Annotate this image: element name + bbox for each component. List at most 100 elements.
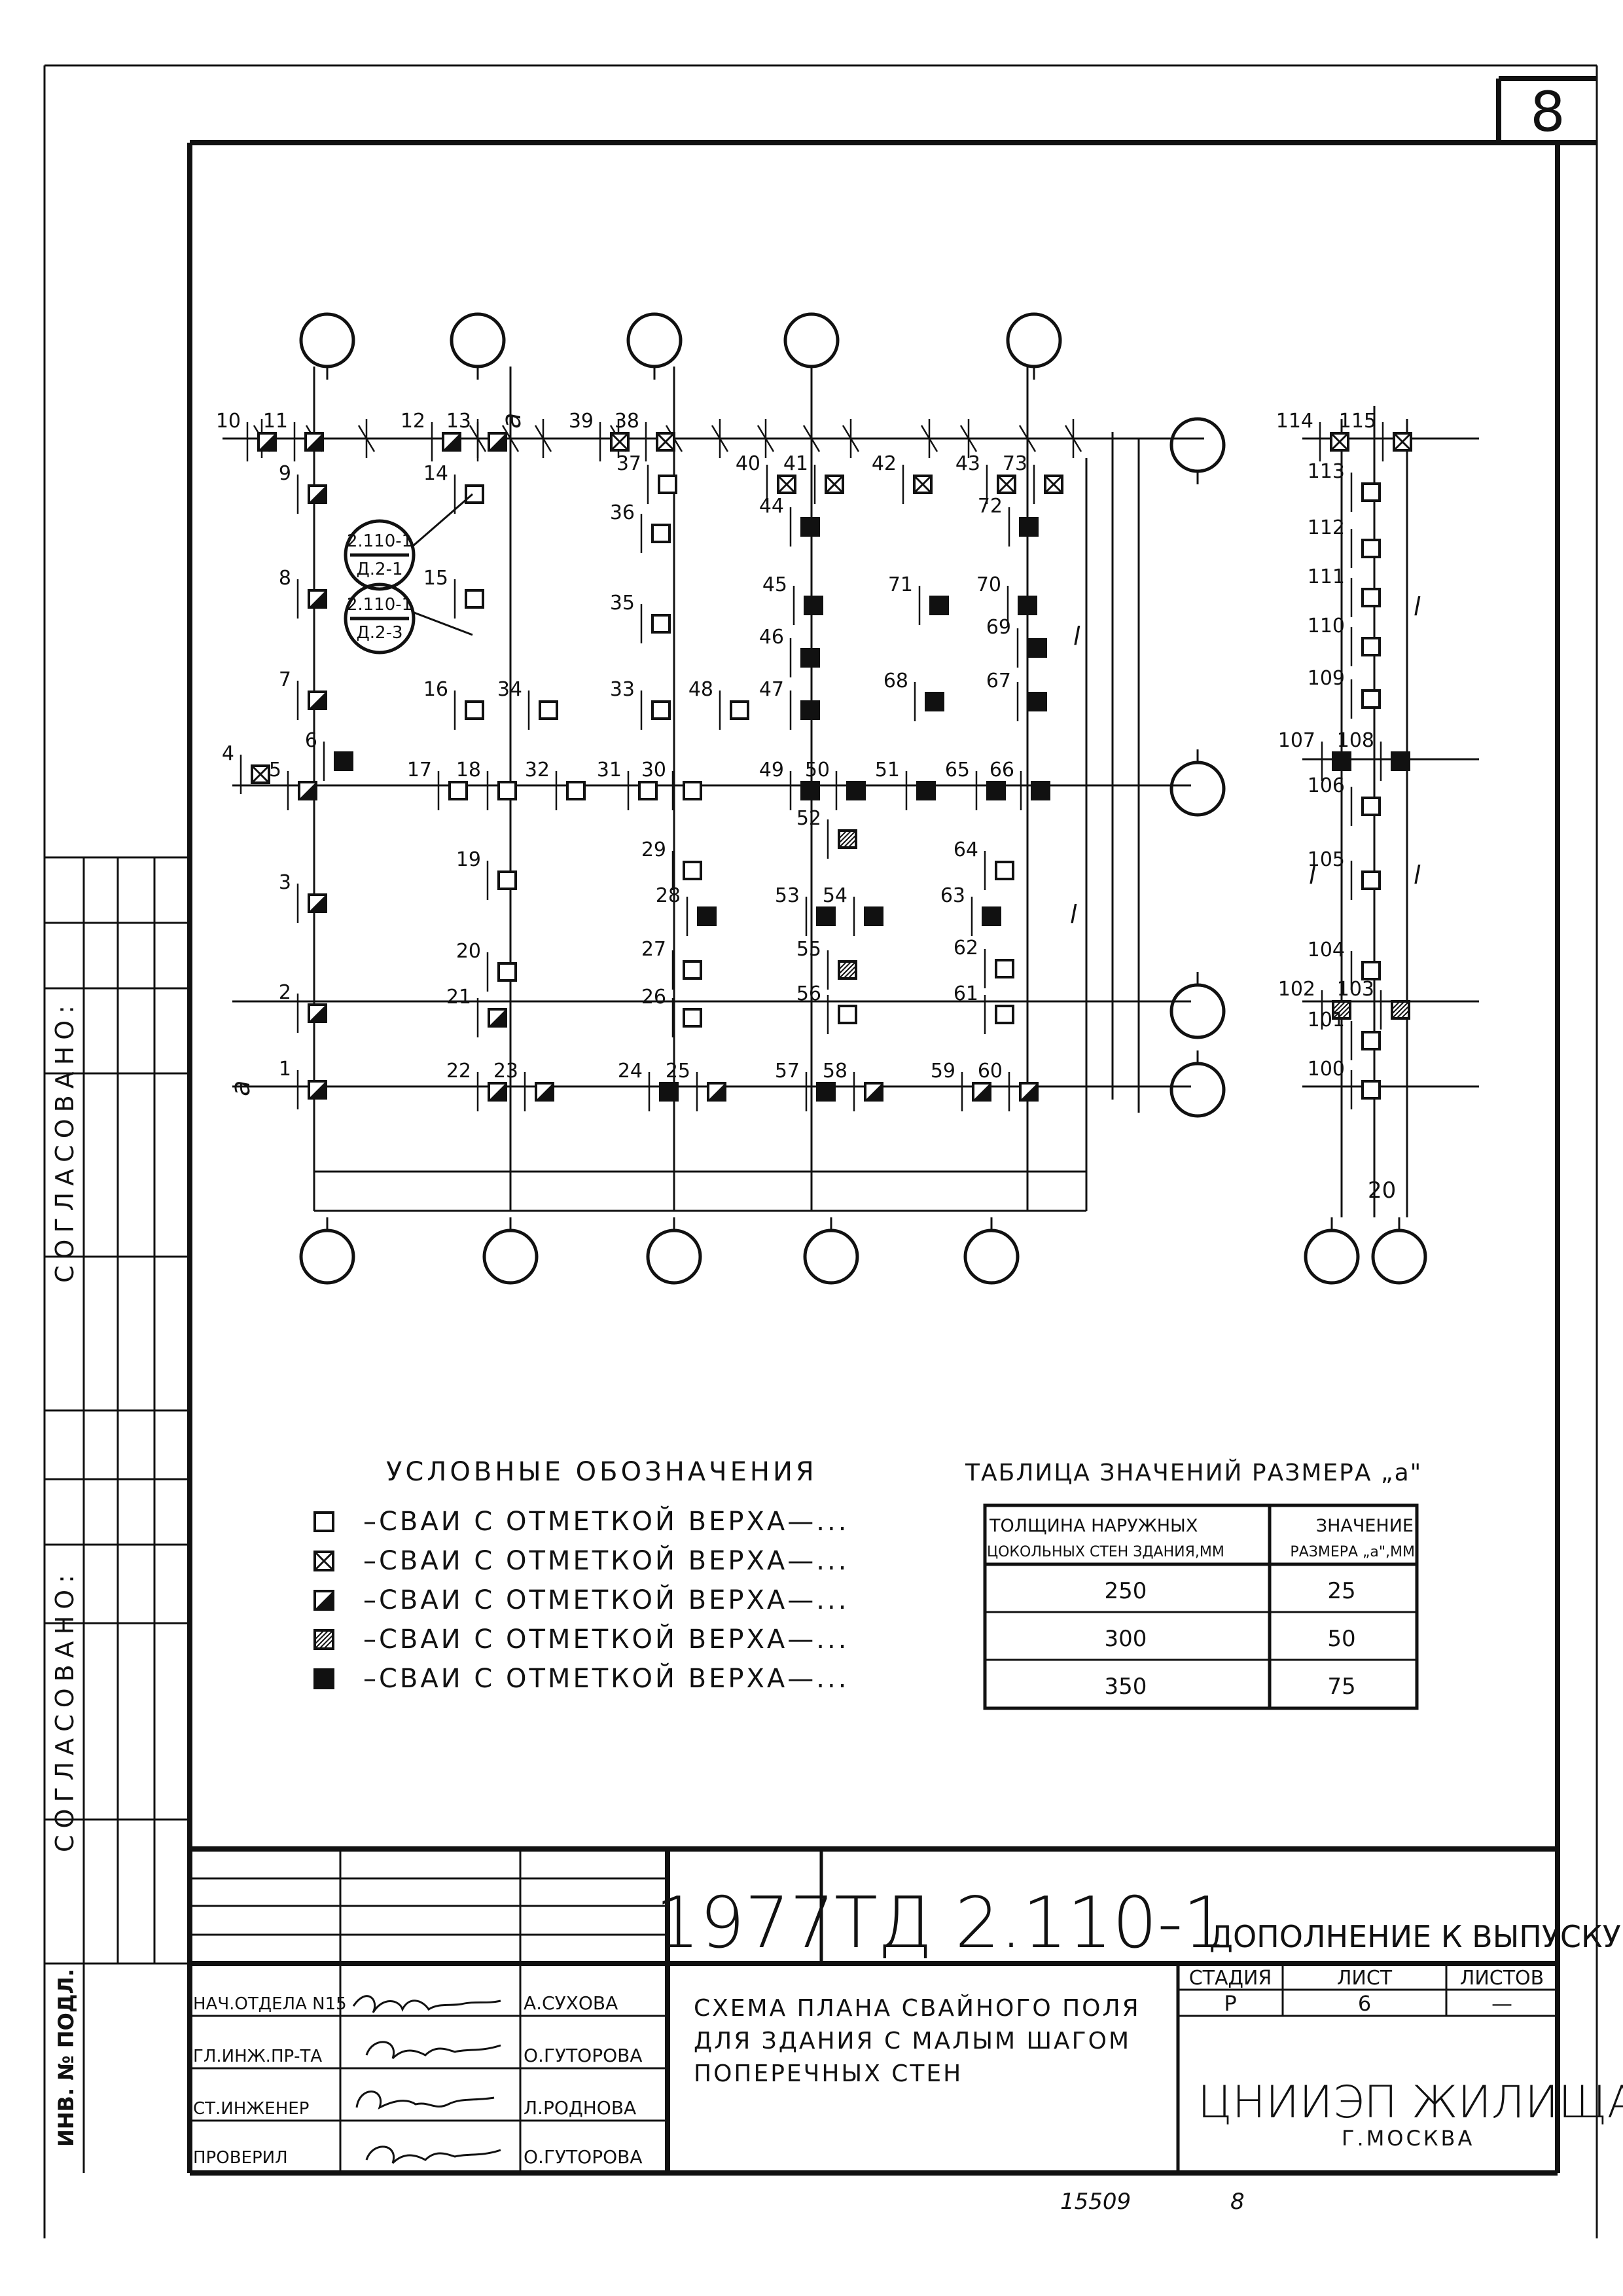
callout-2-top: 2.110-1 bbox=[347, 595, 412, 615]
pile-square bbox=[800, 517, 820, 537]
pile-number: 38 bbox=[615, 410, 639, 433]
pile-marker bbox=[984, 851, 1014, 890]
pile-square bbox=[1361, 870, 1381, 890]
pile-number: 65 bbox=[945, 759, 970, 781]
legend-text: –СВАИ С ОТМЕТКОЙ ВЕРХА—... bbox=[363, 1545, 849, 1576]
pile-marker bbox=[719, 691, 749, 730]
sheet-label: ЛИСТ bbox=[1337, 1967, 1393, 1990]
pile-marker bbox=[827, 819, 857, 859]
pile-number: 36 bbox=[610, 501, 635, 524]
pile-marker bbox=[640, 691, 671, 730]
staff-role-4: ПРОВЕРИЛ bbox=[193, 2148, 288, 2168]
pile-square bbox=[816, 906, 836, 926]
pile-marker bbox=[1380, 742, 1410, 781]
sheet-value: 6 bbox=[1358, 1991, 1371, 2016]
pile-square bbox=[1361, 689, 1381, 709]
staff-role-2: ГЛ.ИНЖ.ПР-ТА bbox=[193, 2047, 322, 2066]
pile-square bbox=[465, 700, 484, 720]
pile-number: 69 bbox=[986, 616, 1011, 639]
pile-square bbox=[995, 959, 1014, 978]
pile-square bbox=[1361, 588, 1381, 607]
pile-marker bbox=[437, 771, 468, 810]
pile-number: 50 bbox=[805, 759, 830, 781]
pile-number: 111 bbox=[1308, 565, 1345, 588]
grid-axis-bubble bbox=[626, 312, 683, 368]
pile-number: 73 bbox=[1003, 452, 1027, 475]
grid-axis-bubble bbox=[1169, 1062, 1226, 1118]
grid-axis-bubble bbox=[482, 1229, 539, 1285]
legend-item: –СВАИ С ОТМЕТКОЙ ВЕРХА—... bbox=[313, 1505, 846, 1537]
pile-number: 58 bbox=[823, 1060, 847, 1083]
grid-axis-bubble bbox=[1169, 417, 1226, 473]
pile-square bbox=[448, 781, 468, 800]
pile-marker bbox=[827, 995, 857, 1034]
pile-square bbox=[982, 906, 1001, 926]
pile-square bbox=[1027, 638, 1047, 658]
pile-marker bbox=[1380, 990, 1410, 1030]
pile-number: 10 bbox=[216, 410, 241, 433]
pile-number: 109 bbox=[1308, 667, 1345, 690]
grid-axis-bubble bbox=[299, 1229, 355, 1285]
pile-number: 72 bbox=[978, 495, 1003, 518]
pile-marker bbox=[789, 771, 820, 810]
pile-number: 24 bbox=[618, 1060, 643, 1083]
pile-marker bbox=[486, 771, 517, 810]
values-table-title: ТАБЛИЦА ЗНАЧЕНИЙ РАЗМЕРА „a" bbox=[965, 1459, 1422, 1486]
pile-number: 64 bbox=[954, 838, 978, 861]
pile-marker bbox=[1016, 682, 1047, 721]
col1-header-line2: ЦОКОЛЬНЫХ СТЕН ЗДАНИЯ,ММ bbox=[987, 1544, 1224, 1560]
inventory-label: ИНВ. № ПОДЛ. bbox=[54, 1969, 79, 2147]
filled-square-icon bbox=[313, 1668, 334, 1689]
callout-1-top: 2.110-1 bbox=[347, 531, 412, 551]
pile-marker bbox=[1321, 742, 1351, 781]
pile-number: 101 bbox=[1308, 1009, 1345, 1031]
pile-marker bbox=[599, 422, 630, 461]
approval-stamp-strip: СОГЛАСОВАНО: СОГЛАСОВАНО: ИНВ. № ПОДЛ. bbox=[45, 856, 190, 2173]
pile-square bbox=[995, 861, 1014, 880]
pile-number: 67 bbox=[986, 670, 1011, 692]
pile-number: 23 bbox=[493, 1060, 518, 1083]
pile-marker bbox=[1350, 679, 1381, 719]
pile-marker bbox=[789, 691, 820, 730]
pile-marker bbox=[476, 1072, 507, 1111]
grid-axis-bubble bbox=[646, 1229, 702, 1285]
pile-marker bbox=[246, 422, 277, 461]
pile-number: 41 bbox=[783, 452, 808, 475]
pile-square bbox=[497, 781, 517, 800]
pile-number: 30 bbox=[641, 759, 666, 781]
stage-label: СТАДИЯ bbox=[1189, 1967, 1272, 1990]
values-table: ТАБЛИЦА ЗНАЧЕНИЙ РАЗМЕРА „a" ТОЛЩИНА НАР… bbox=[965, 1459, 1422, 1710]
dim-a-bottom: a bbox=[226, 1080, 256, 1096]
pile-square bbox=[1332, 751, 1351, 771]
grid-axis-bubbles bbox=[299, 312, 1427, 1285]
staff-role-1: НАЧ.ОТДЕЛА N15 bbox=[193, 1994, 347, 2014]
legend-item: –СВАИ С ОТМЕТКОЙ ВЕРХА—... bbox=[313, 1662, 846, 1694]
pile-marker bbox=[1033, 465, 1063, 504]
pile-number: 100 bbox=[1308, 1058, 1345, 1081]
staff-name-3: Л.РОДНОВА bbox=[524, 2097, 636, 2119]
staff-name-4: О.ГУТОРОВА bbox=[524, 2146, 643, 2168]
signature-1 bbox=[352, 1995, 501, 2013]
pile-marker bbox=[647, 465, 677, 504]
title-supplement: ДОПОЛНЕНИЕ К ВЫПУСКУ 2 bbox=[1209, 1919, 1623, 1954]
description-line3: ПОПЕРЕЧНЫХ СТЕН bbox=[694, 2060, 963, 2087]
pile-marker bbox=[555, 771, 586, 810]
pile-number: 39 bbox=[569, 410, 594, 433]
row3-value: 75 bbox=[1327, 1674, 1355, 1700]
pile-marker bbox=[905, 771, 936, 810]
pile-number: 16 bbox=[423, 678, 448, 701]
pile-square bbox=[651, 700, 671, 720]
pile-marker bbox=[524, 1072, 554, 1111]
pile-marker bbox=[645, 422, 675, 461]
pile-marker bbox=[1319, 422, 1349, 461]
pile-square bbox=[539, 700, 558, 720]
title-code: ТД 2.110-1 bbox=[834, 1882, 1228, 1964]
pile-marker bbox=[454, 579, 484, 619]
grid-axis-bubble bbox=[1169, 983, 1226, 1039]
legend-text: –СВАИ С ОТМЕТКОЙ ВЕРХА—... bbox=[363, 1623, 849, 1655]
pile-number: 49 bbox=[759, 759, 784, 781]
description-line2: ДЛЯ ЗДАНИЯ С МАЛЫМ ШАГОМ bbox=[694, 2028, 1131, 2054]
pile-number: 3 bbox=[279, 871, 291, 894]
pile-marker bbox=[1350, 1021, 1381, 1060]
